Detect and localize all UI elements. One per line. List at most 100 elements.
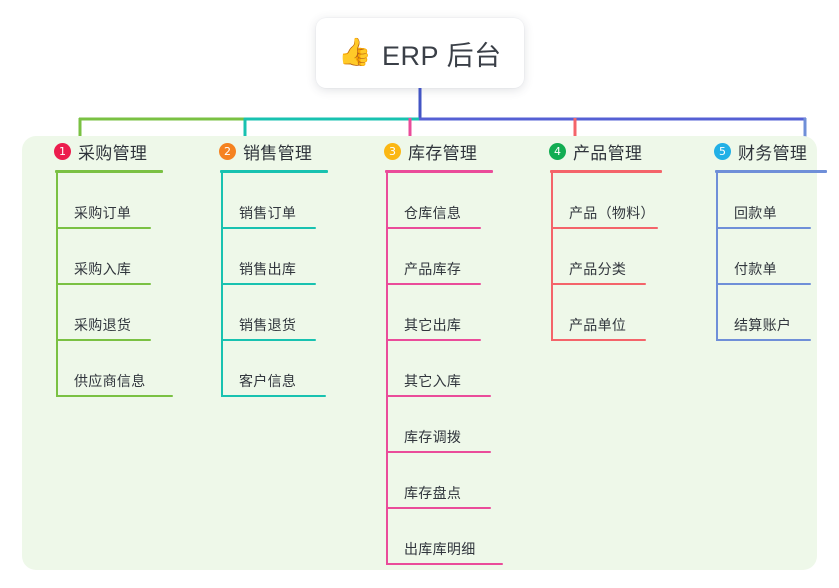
column-badge-1: 1 bbox=[54, 142, 71, 160]
column-rule-4 bbox=[550, 170, 662, 173]
list-item-rule bbox=[221, 395, 326, 397]
list-item[interactable]: 产品单位 bbox=[533, 285, 693, 341]
list-item-label: 仓库信息 bbox=[404, 205, 462, 221]
column-3: 3 库存管理仓库信息产品库存其它出库其它入库库存调拨库存盘点出库库明细 bbox=[368, 136, 518, 565]
column-spine-5 bbox=[716, 173, 718, 341]
list-item-label: 采购订单 bbox=[74, 205, 132, 221]
list-item-label: 客户信息 bbox=[239, 373, 297, 389]
column-4: 4 产品管理产品（物料） 产品分类产品单位 bbox=[533, 136, 693, 341]
list-item-rule bbox=[551, 227, 658, 229]
list-item-rule bbox=[386, 395, 491, 397]
list-item[interactable]: 库存盘点 bbox=[368, 453, 518, 509]
list-item-label: 产品分类 bbox=[569, 261, 627, 277]
column-header-1[interactable]: 1 采购管理 bbox=[38, 136, 188, 166]
list-item[interactable]: 销售退货 bbox=[203, 285, 353, 341]
column-badge-3: 3 bbox=[384, 142, 401, 160]
list-item-label: 结算账户 bbox=[734, 317, 792, 333]
list-item[interactable]: 付款单 bbox=[698, 229, 838, 285]
column-header-2[interactable]: 2 销售管理 bbox=[203, 136, 353, 166]
column-rule-3 bbox=[385, 170, 493, 173]
list-item-rule bbox=[551, 339, 646, 341]
page-title: ERP 后台 bbox=[382, 40, 502, 71]
list-item-label: 出库库明细 bbox=[404, 541, 476, 557]
column-items-4: 产品（物料） 产品分类产品单位 bbox=[533, 173, 693, 341]
column-rule-2 bbox=[220, 170, 328, 173]
list-item-label: 供应商信息 bbox=[74, 373, 146, 389]
list-item-label: 产品库存 bbox=[404, 261, 462, 277]
column-title-3: 库存管理 bbox=[408, 143, 478, 163]
list-item-rule bbox=[221, 227, 316, 229]
column-header-5[interactable]: 5 财务管理 bbox=[698, 136, 838, 166]
list-item-rule bbox=[716, 339, 811, 341]
column-items-3: 仓库信息产品库存其它出库其它入库库存调拨库存盘点出库库明细 bbox=[368, 173, 518, 565]
list-item-label: 产品单位 bbox=[569, 317, 627, 333]
list-item[interactable]: 供应商信息 bbox=[38, 341, 188, 397]
column-spine-1 bbox=[56, 173, 58, 397]
list-item-rule bbox=[386, 339, 481, 341]
column-rule-1 bbox=[55, 170, 163, 173]
list-item[interactable]: 采购入库 bbox=[38, 229, 188, 285]
column-1: 1 采购管理采购订单采购入库采购退货供应商信息 bbox=[38, 136, 188, 397]
column-spine-4 bbox=[551, 173, 553, 341]
list-item-rule bbox=[386, 227, 481, 229]
list-item-rule bbox=[56, 283, 151, 285]
column-items-1: 采购订单采购入库采购退货供应商信息 bbox=[38, 173, 188, 397]
list-item-label: 产品（物料） bbox=[569, 205, 655, 221]
list-item-label: 采购入库 bbox=[74, 261, 132, 277]
list-item-rule bbox=[386, 283, 481, 285]
list-item-rule bbox=[551, 283, 646, 285]
list-item-rule bbox=[221, 283, 316, 285]
list-item[interactable]: 销售出库 bbox=[203, 229, 353, 285]
column-badge-5: 5 bbox=[714, 142, 731, 160]
list-item-label: 回款单 bbox=[734, 205, 777, 221]
list-item[interactable]: 销售订单 bbox=[203, 173, 353, 229]
list-item-label: 采购退货 bbox=[74, 317, 132, 333]
column-title-1: 采购管理 bbox=[78, 143, 148, 163]
list-item[interactable]: 其它入库 bbox=[368, 341, 518, 397]
column-badge-4: 4 bbox=[549, 142, 566, 160]
column-title-2: 销售管理 bbox=[243, 143, 313, 163]
column-spine-2 bbox=[221, 173, 223, 397]
column-header-4[interactable]: 4 产品管理 bbox=[533, 136, 693, 166]
column-5: 5 财务管理回款单付款单结算账户 bbox=[698, 136, 838, 341]
list-item-label: 销售退货 bbox=[239, 317, 297, 333]
list-item-rule bbox=[716, 283, 811, 285]
column-badge-2: 2 bbox=[219, 142, 236, 160]
list-item[interactable]: 结算账户 bbox=[698, 285, 838, 341]
list-item-label: 其它出库 bbox=[404, 317, 462, 333]
list-item-label: 库存调拨 bbox=[404, 429, 462, 445]
list-item-rule bbox=[56, 227, 151, 229]
column-header-3[interactable]: 3 库存管理 bbox=[368, 136, 518, 166]
column-title-4: 产品管理 bbox=[573, 143, 643, 163]
list-item[interactable]: 产品（物料） bbox=[533, 173, 693, 229]
thumbs-up-icon: 👍 bbox=[338, 36, 373, 67]
list-item[interactable]: 采购退货 bbox=[38, 285, 188, 341]
list-item[interactable]: 其它出库 bbox=[368, 285, 518, 341]
list-item-rule bbox=[386, 563, 503, 565]
list-item-label: 付款单 bbox=[734, 261, 777, 277]
list-item-label: 库存盘点 bbox=[404, 485, 462, 501]
column-spine-3 bbox=[386, 173, 388, 565]
list-item[interactable]: 库存调拨 bbox=[368, 397, 518, 453]
list-item-rule bbox=[716, 227, 811, 229]
column-title-5: 财务管理 bbox=[738, 143, 808, 163]
list-item-label: 销售出库 bbox=[239, 261, 297, 277]
list-item-rule bbox=[56, 395, 173, 397]
list-item-rule bbox=[386, 507, 491, 509]
list-item[interactable]: 客户信息 bbox=[203, 341, 353, 397]
list-item[interactable]: 产品分类 bbox=[533, 229, 693, 285]
list-item[interactable]: 回款单 bbox=[698, 173, 838, 229]
list-item[interactable]: 仓库信息 bbox=[368, 173, 518, 229]
list-item-rule bbox=[221, 339, 316, 341]
diagram-title-card: 👍 ERP 后台 bbox=[316, 18, 524, 88]
list-item[interactable]: 采购订单 bbox=[38, 173, 188, 229]
list-item[interactable]: 出库库明细 bbox=[368, 509, 518, 565]
list-item-label: 销售订单 bbox=[239, 205, 297, 221]
column-items-5: 回款单付款单结算账户 bbox=[698, 173, 838, 341]
column-container: 1 采购管理采购订单采购入库采购退货供应商信息 2 销售管理销售订单销售出库销售退货客… bbox=[0, 136, 839, 570]
list-item-rule bbox=[56, 339, 151, 341]
list-item[interactable]: 产品库存 bbox=[368, 229, 518, 285]
diagram-panel bbox=[22, 136, 817, 570]
list-item-rule bbox=[386, 451, 491, 453]
